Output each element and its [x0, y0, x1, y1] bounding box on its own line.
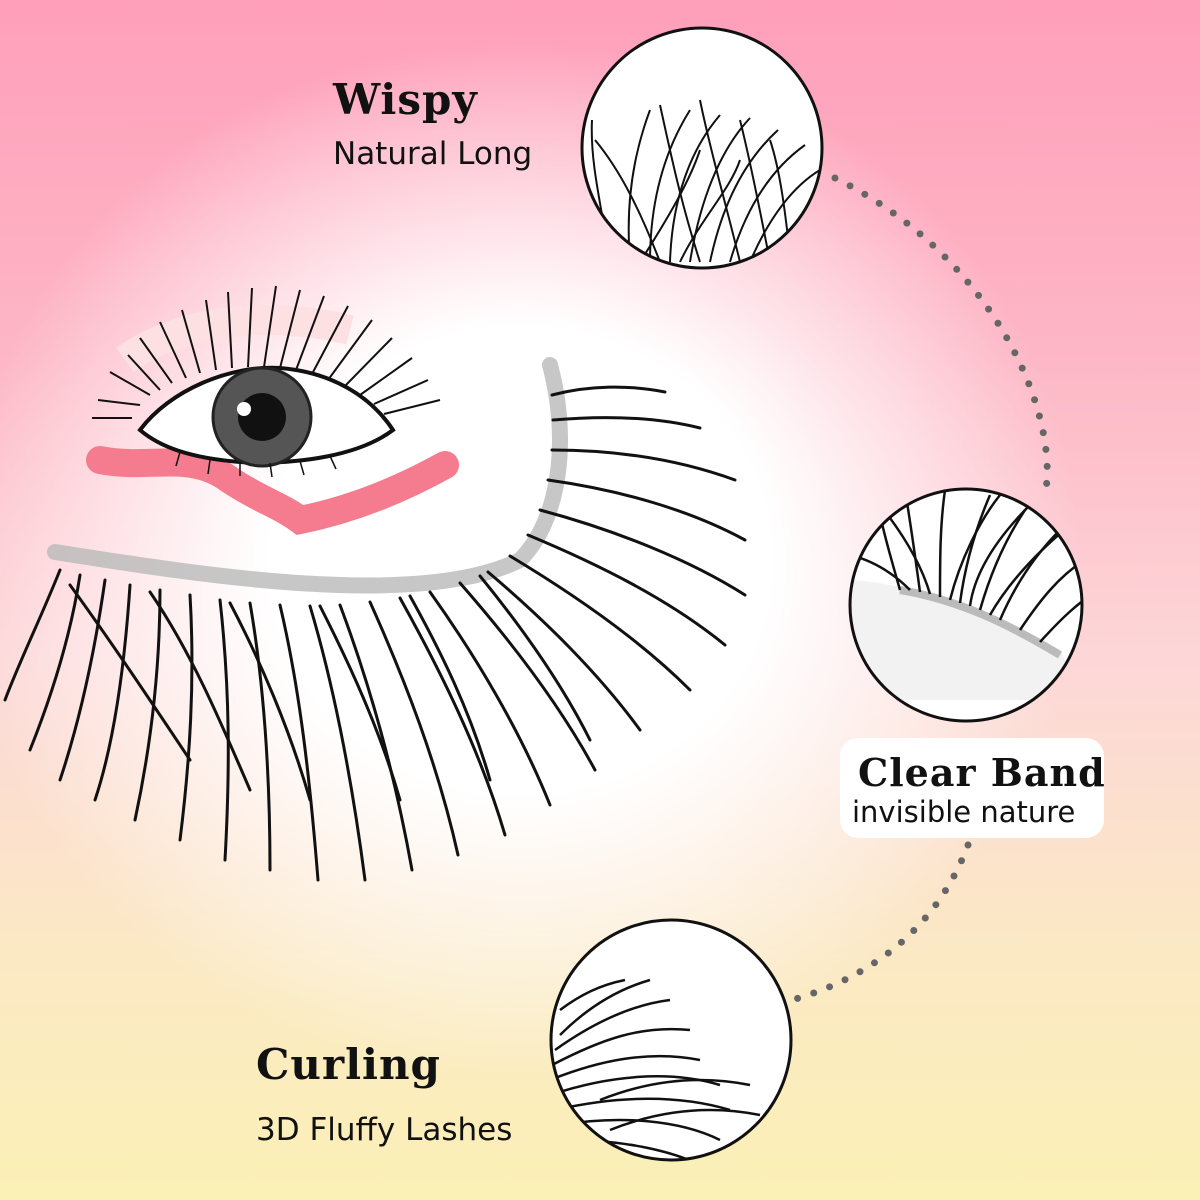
lash-strip	[3, 357, 747, 882]
upper-lashes	[92, 285, 441, 419]
detail-circle-curling	[549, 918, 793, 1162]
curling-title: Curling	[256, 1040, 441, 1089]
clear-band-title: Clear Band	[858, 750, 1106, 795]
clear-band-label-background	[840, 738, 1104, 838]
curling-subtitle: 3D Fluffy Lashes	[256, 1112, 513, 1148]
dotted-connector	[831, 174, 1051, 499]
eye-underline	[86, 446, 459, 535]
wispy-title: Wispy	[333, 75, 478, 124]
clear-band-subtitle: invisible nature	[852, 795, 1076, 829]
lower-lashes	[175, 451, 337, 478]
eye-illustration	[86, 285, 459, 535]
detail-circle-clear-band	[848, 487, 1084, 723]
wispy-subtitle: Natural Long	[333, 136, 533, 172]
detail-circle-wispy	[580, 26, 824, 270]
dotted-connector-lower	[788, 841, 972, 1004]
